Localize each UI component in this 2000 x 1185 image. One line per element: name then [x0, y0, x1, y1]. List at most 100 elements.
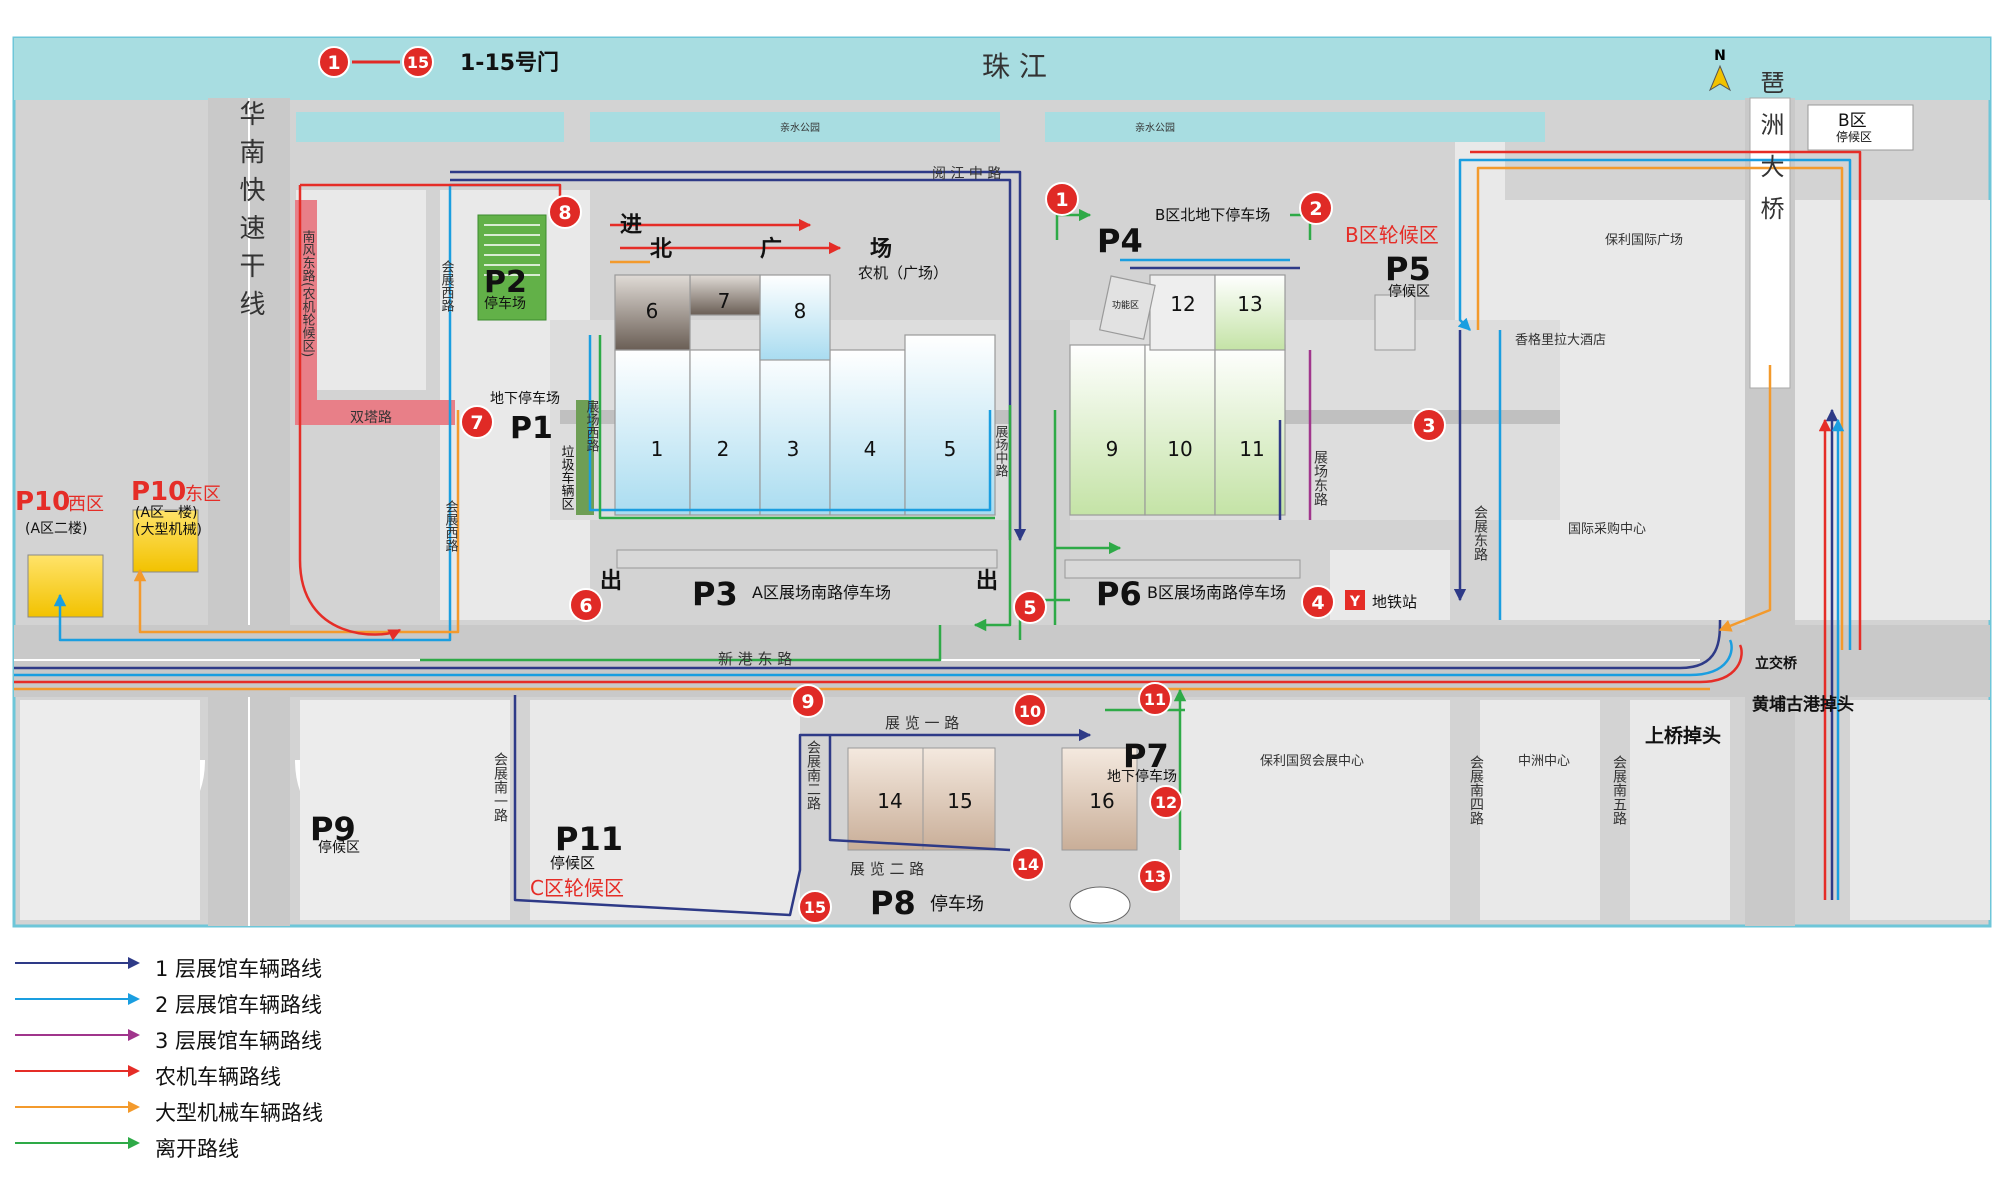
legend-item: 离开路线	[10, 1128, 430, 1164]
svg-text:10: 10	[1019, 702, 1041, 721]
svg-text:8: 8	[558, 202, 571, 224]
svg-text:15: 15	[804, 898, 826, 917]
legend-item: 农机车辆路线	[10, 1056, 430, 1092]
svg-text:P11: P11	[555, 820, 623, 858]
gates	[318, 46, 1446, 924]
svg-text:4: 4	[864, 437, 877, 461]
svg-text:功能区: 功能区	[1112, 299, 1139, 311]
svg-text:停候区: 停候区	[1836, 129, 1872, 144]
svg-text:农机（广场）: 农机（广场）	[858, 264, 948, 282]
gate-7	[460, 405, 494, 439]
header-gate-end	[402, 46, 434, 78]
svg-text:会展东路: 会展东路	[1472, 505, 1488, 561]
gate-1	[1045, 182, 1079, 216]
gate-6	[569, 588, 603, 622]
svg-text:会展南二路: 会展南二路	[805, 740, 821, 810]
metro-icon	[1345, 590, 1365, 610]
legend-item: 3 层展馆车辆路线	[10, 1020, 430, 1056]
gate-2	[1299, 191, 1333, 225]
svg-text:13: 13	[1237, 292, 1262, 316]
gate-14	[1011, 847, 1045, 881]
svg-text:黄埔古港掉头: 黄埔古港掉头	[1752, 694, 1854, 715]
gate-12	[1149, 785, 1183, 819]
svg-text:15: 15	[407, 53, 429, 72]
svg-text:停候区: 停候区	[1388, 283, 1430, 300]
svg-text:珠 江: 珠 江	[982, 50, 1047, 83]
svg-text:展 览 二 路: 展 览 二 路	[850, 860, 924, 878]
gate-9	[791, 684, 825, 718]
svg-text:10: 10	[1167, 437, 1192, 461]
gate-13	[1138, 859, 1172, 893]
halls-a	[614, 274, 996, 516]
svg-text:6: 6	[579, 595, 592, 617]
svg-text:展场东路: 展场东路	[1312, 450, 1328, 506]
header-gate-start	[318, 46, 350, 78]
svg-text:垃圾车辆区: 垃圾车辆区	[559, 445, 575, 510]
svg-text:A区展场南路停车场: A区展场南路停车场	[752, 583, 891, 602]
svg-text:B区轮候区: B区轮候区	[1345, 223, 1439, 247]
gate-8	[548, 195, 582, 229]
svg-text:7: 7	[470, 412, 483, 434]
svg-text:P9: P9	[310, 810, 356, 848]
svg-text:P5: P5	[1385, 250, 1431, 288]
gate-4	[1301, 585, 1335, 619]
svg-text:广: 广	[760, 236, 782, 262]
svg-text:P6: P6	[1096, 575, 1142, 613]
svg-text:2: 2	[1309, 198, 1322, 220]
svg-text:上桥掉头: 上桥掉头	[1645, 724, 1721, 747]
svg-text:场: 场	[870, 237, 892, 262]
gate-15	[798, 890, 832, 924]
svg-text:P10: P10	[131, 477, 186, 507]
svg-text:1: 1	[327, 52, 340, 74]
svg-text:会展南一路: 会展南一路	[492, 752, 508, 822]
svg-text:3: 3	[1422, 415, 1435, 437]
svg-text:(大型机械): (大型机械)	[135, 522, 202, 538]
svg-text:会展西路: 会展西路	[443, 500, 459, 552]
gate-3	[1412, 408, 1446, 442]
svg-text:双塔路: 双塔路	[350, 410, 392, 426]
svg-text:中洲中心: 中洲中心	[1518, 754, 1570, 769]
svg-text:保利国贸会展中心: 保利国贸会展中心	[1260, 754, 1364, 769]
svg-text:Y: Y	[1349, 594, 1361, 610]
svg-text:13: 13	[1144, 867, 1166, 886]
halls-c	[847, 747, 1138, 851]
svg-text:会展西路: 会展西路	[439, 260, 455, 312]
svg-text:11: 11	[1239, 437, 1264, 461]
svg-text:亲水公园: 亲水公园	[1135, 121, 1175, 134]
svg-text:会展南四路: 会展南四路	[1468, 755, 1484, 825]
svg-text:P2: P2	[484, 265, 527, 300]
svg-text:出: 出	[600, 569, 622, 594]
svg-text:15: 15	[947, 789, 972, 813]
svg-text:N: N	[1714, 48, 1726, 64]
legend-item: 大型机械车辆路线	[10, 1092, 430, 1128]
svg-text:华南快速干线: 华南快速干线	[235, 100, 265, 328]
svg-text:4: 4	[1311, 592, 1324, 614]
svg-text:停候区: 停候区	[550, 854, 595, 872]
svg-text:P8: P8	[870, 884, 916, 922]
svg-text:展 览 一 路: 展 览 一 路	[885, 714, 959, 732]
svg-text:5: 5	[944, 437, 957, 461]
svg-text:12: 12	[1155, 793, 1177, 812]
svg-text:地铁站: 地铁站	[1372, 593, 1417, 611]
svg-text:11: 11	[1144, 690, 1166, 709]
svg-text:12: 12	[1170, 292, 1195, 316]
svg-text:展场中路: 展场中路	[993, 425, 1009, 477]
svg-text:16: 16	[1089, 789, 1114, 813]
gate-11	[1138, 682, 1172, 716]
gate-5	[1013, 590, 1047, 624]
svg-text:保利国际广场: 保利国际广场	[1605, 233, 1683, 248]
svg-text:国际采购中心: 国际采购中心	[1568, 521, 1646, 537]
svg-text:东区: 东区	[185, 484, 221, 505]
svg-text:北: 北	[650, 237, 672, 262]
legend-item: 2 层展馆车辆路线	[10, 984, 430, 1020]
svg-text:地下停车场: 地下停车场	[490, 390, 560, 407]
halls-b	[1069, 274, 1286, 516]
compass-icon	[1708, 64, 1732, 92]
svg-text:B区北地下停车场: B区北地下停车场	[1155, 206, 1270, 224]
svg-text:(A区二楼): (A区二楼)	[25, 521, 88, 537]
svg-text:P3: P3	[692, 575, 738, 613]
svg-text:新 港 东 路: 新 港 东 路	[718, 650, 792, 668]
svg-text:香格里拉大酒店: 香格里拉大酒店	[1515, 332, 1606, 348]
svg-text:B区展场南路停车场: B区展场南路停车场	[1147, 583, 1286, 602]
